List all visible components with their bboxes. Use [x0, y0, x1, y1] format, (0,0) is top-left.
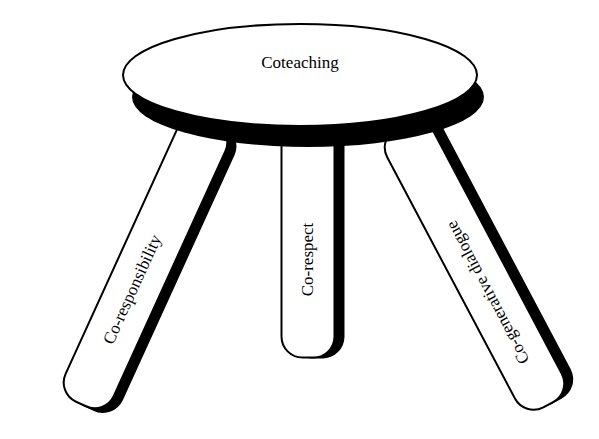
seat-outline [122, 23, 478, 127]
leg-label: Co-generative dialogue [443, 217, 534, 366]
leg-label: Co-responsibility [100, 232, 166, 347]
seat-top [123, 24, 477, 126]
seat-label: Coteaching [261, 54, 338, 73]
stool-leg: Co-generative dialogue [376, 112, 573, 418]
stool-leg: Co-respect [281, 120, 336, 358]
stool-leg: Co-responsibility [55, 108, 235, 416]
stool-seat: Coteaching [122, 23, 478, 127]
leg-label: Co-respect [299, 222, 318, 296]
